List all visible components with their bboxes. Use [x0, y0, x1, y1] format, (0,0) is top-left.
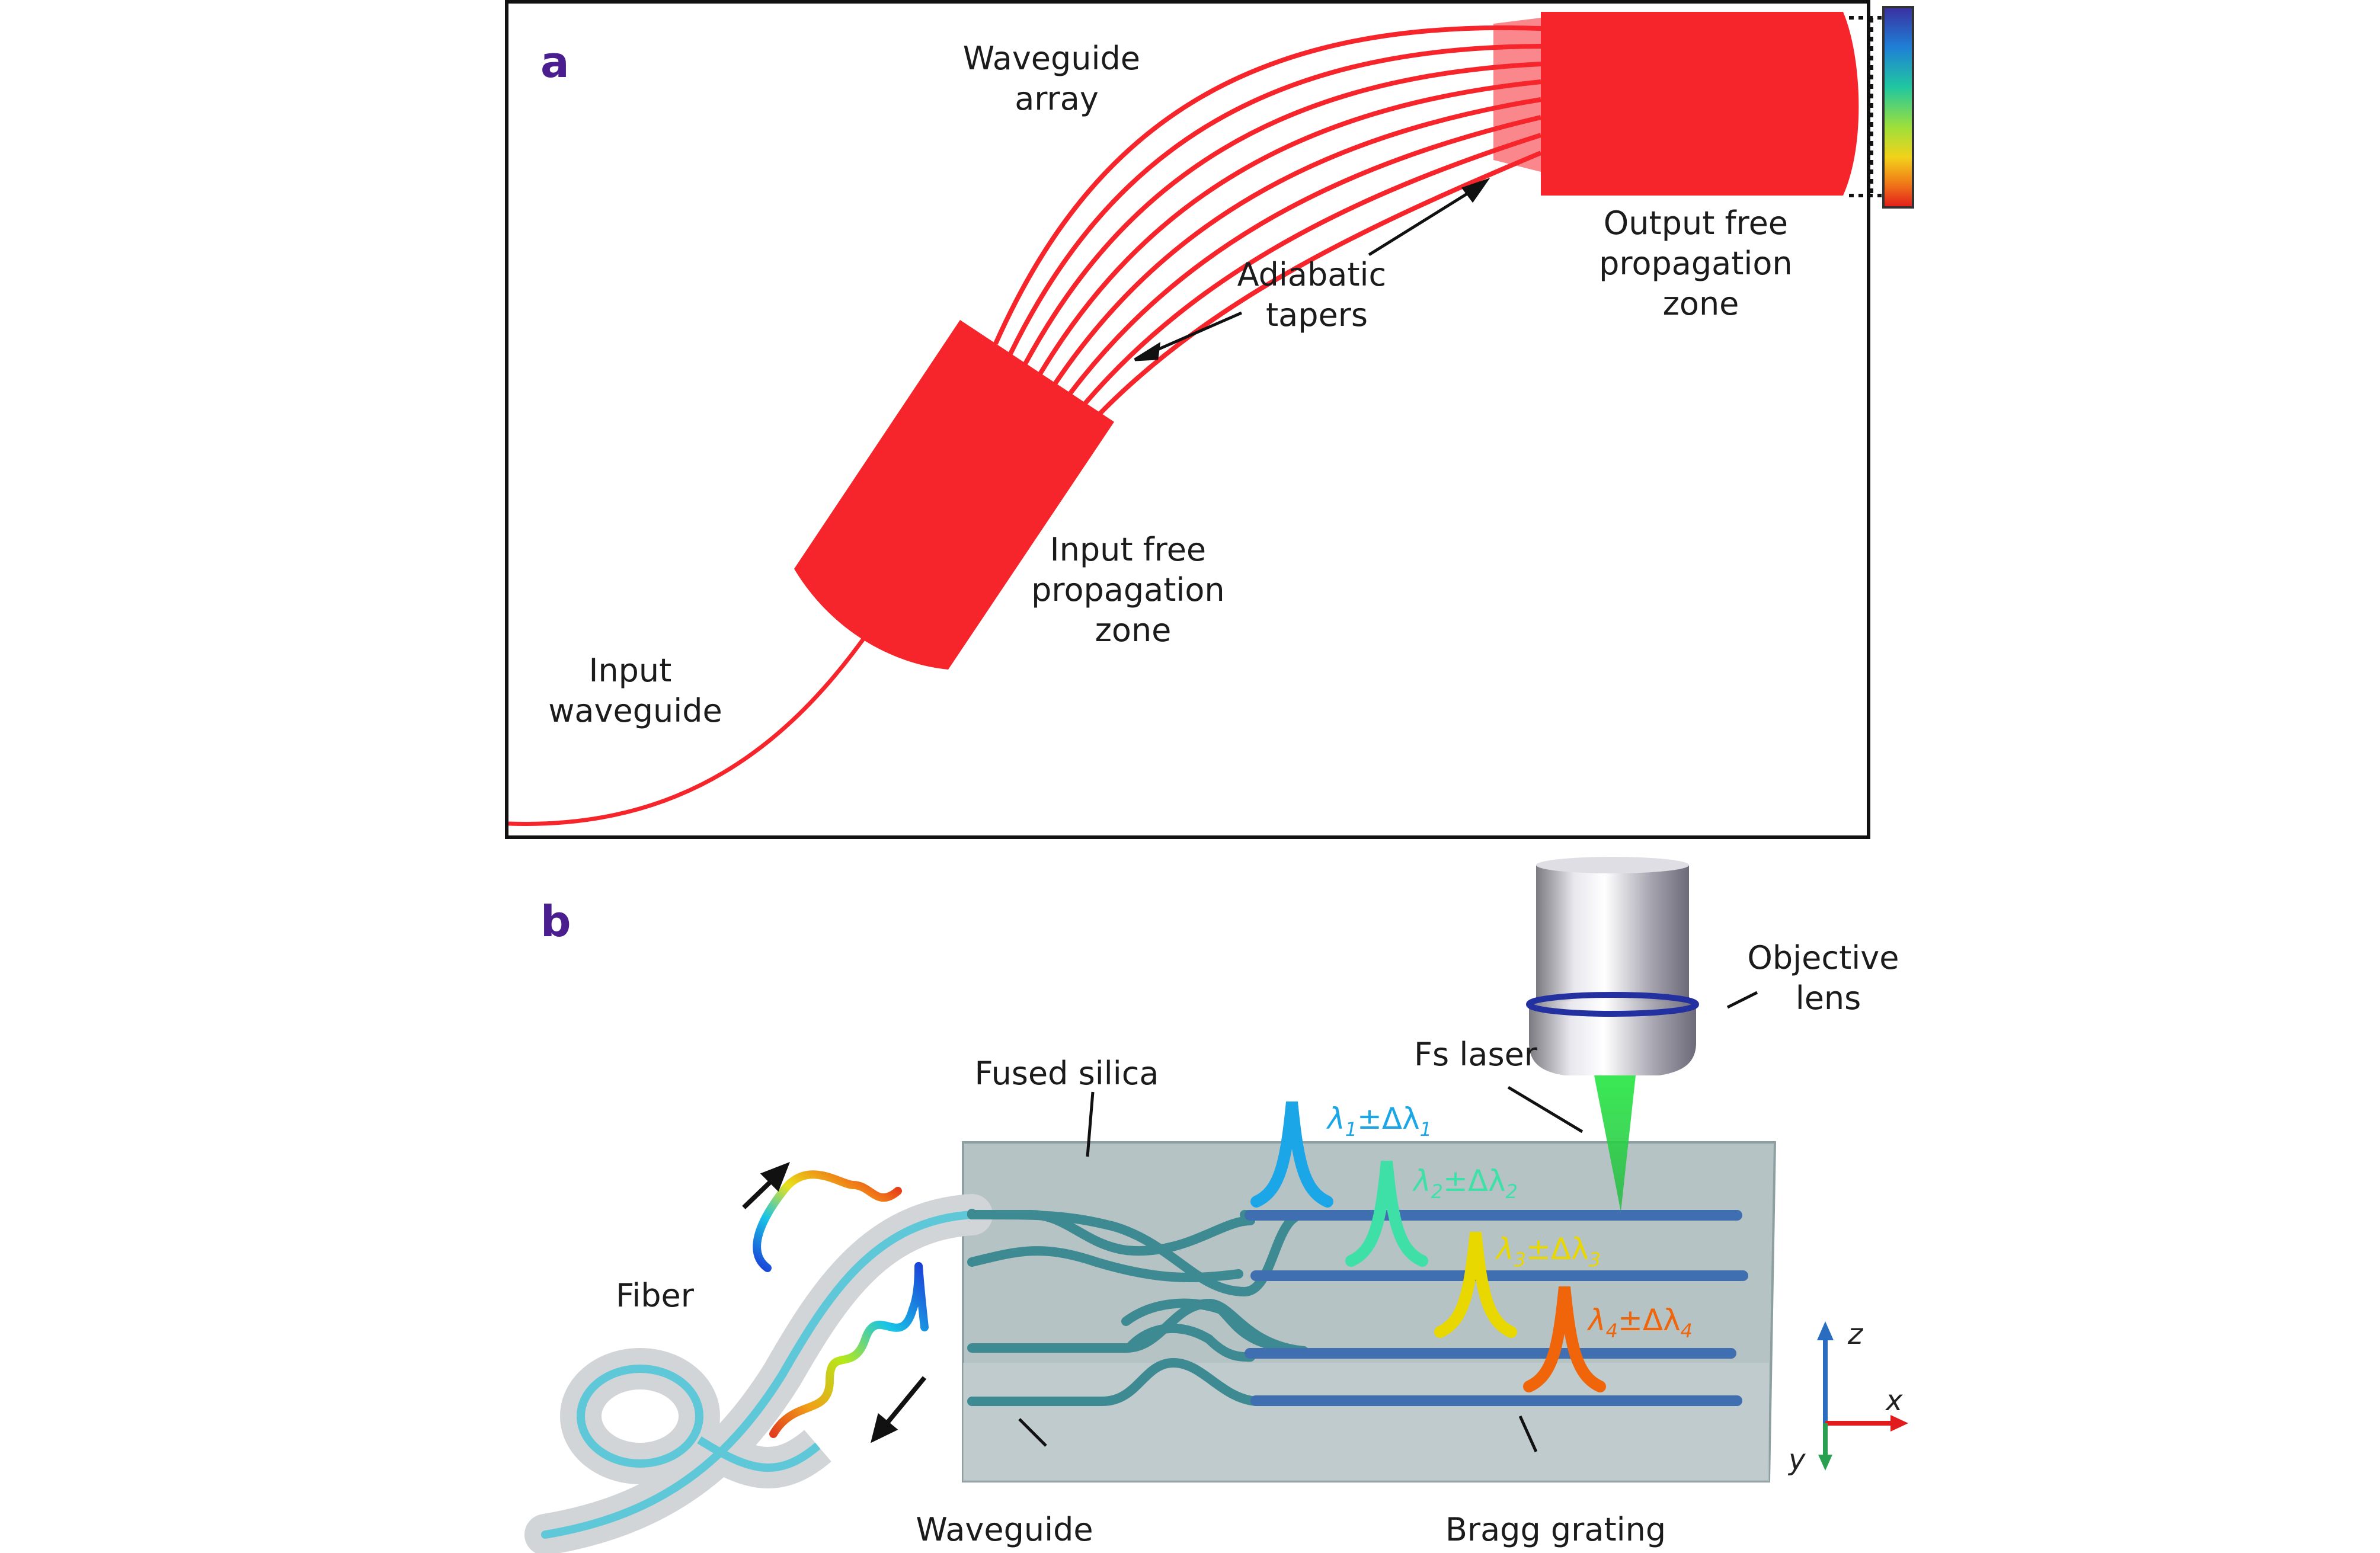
waveguide-network — [967, 1209, 1309, 1406]
label-fused-silica: Fused silica — [974, 1055, 1159, 1092]
wavelength-label-4: λ4±Δλ4 — [1586, 1303, 1693, 1342]
coordinate-axes — [1817, 1321, 1908, 1471]
fiber — [524, 1194, 993, 1553]
wavelength-label-2: λ2±Δλ2 — [1412, 1164, 1518, 1203]
output-taper — [1493, 18, 1541, 172]
label-objective-lens: Objective lens — [1747, 939, 1909, 1017]
fs-laser-beam — [1594, 1075, 1636, 1212]
label-input-zone: Input free propagation zone — [1031, 531, 1235, 649]
input-waveguide — [508, 626, 873, 827]
fiber-arrows — [742, 1161, 927, 1443]
output-bracket — [1849, 16, 1882, 197]
label-fs-laser: Fs laser — [1414, 1036, 1538, 1073]
outgoing-wave — [753, 1170, 902, 1272]
label-adiabatic-tapers: Adiabatic tapers — [1237, 256, 1397, 334]
input-free-propagation-zone — [794, 320, 1114, 670]
panel-a: a — [505, 0, 1914, 839]
taper-arrows — [1134, 178, 1490, 361]
label-output-zone: Output free propagation zone — [1599, 204, 1803, 322]
label-waveguide-array: Waveguide array — [963, 40, 1150, 117]
objective-lens — [1526, 857, 1699, 1075]
wavelength-label-1: λ1±Δλ1 — [1326, 1101, 1432, 1141]
axis-x-label: x — [1885, 1384, 1903, 1417]
peak-3 — [1434, 1232, 1517, 1338]
wavelength-label-3: λ3±Δλ3 — [1495, 1232, 1601, 1271]
peak-1 — [1250, 1101, 1333, 1208]
peak-2 — [1345, 1161, 1428, 1267]
label-bragg-grating: Bragg grating — [1445, 1511, 1666, 1548]
output-free-propagation-zone — [1541, 12, 1859, 196]
label-input-waveguide: Input waveguide — [548, 652, 722, 729]
axis-y-label: y — [1787, 1443, 1806, 1477]
bragg-gratings — [1245, 1210, 1748, 1406]
label-fiber: Fiber — [616, 1277, 695, 1314]
leader-lines — [1018, 991, 1758, 1453]
panel-a-letter: a — [540, 37, 570, 87]
spectral-peaks — [1250, 1101, 1606, 1392]
panel-b: b — [524, 857, 1909, 1553]
axis-z-label: z — [1847, 1318, 1864, 1351]
spectrum-bar — [1882, 6, 1914, 209]
returning-wave — [769, 1261, 929, 1438]
waveguide-array — [993, 25, 1542, 416]
panel-b-letter: b — [540, 896, 571, 946]
peak-4 — [1523, 1286, 1606, 1392]
label-waveguide: Waveguide — [916, 1511, 1093, 1548]
